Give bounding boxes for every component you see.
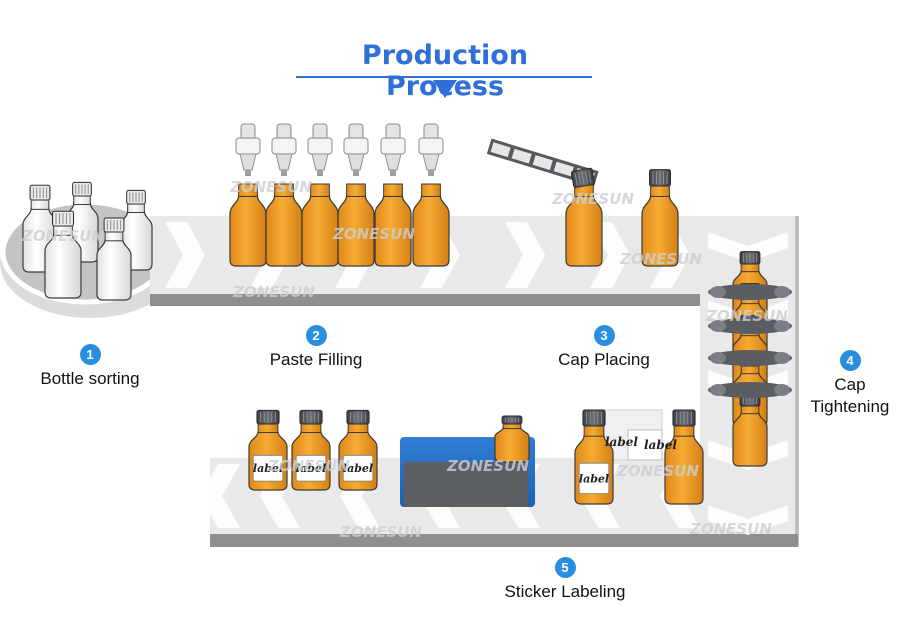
- tightening-disc: [708, 318, 792, 334]
- lower-conveyor-edge: [210, 534, 798, 547]
- watermark: ZONESUN: [22, 227, 104, 245]
- filling-nozzle: [380, 123, 406, 176]
- tightening-disc: [708, 382, 792, 398]
- step-label: Sticker Labeling: [504, 582, 626, 601]
- bottle-cap: [582, 409, 606, 427]
- step-paste-filling: 2 Paste Filling: [241, 325, 391, 371]
- filling-bottle: [337, 183, 375, 267]
- title-down-arrow-icon: [433, 80, 457, 98]
- labeled-bottle: label: [574, 409, 614, 505]
- bottle-cap: [649, 169, 671, 187]
- filling-bottle: [229, 183, 267, 267]
- side-conveyor-edge: [795, 216, 799, 546]
- labeled-bottle: label: [291, 409, 331, 491]
- bottle-cap: [672, 409, 696, 427]
- sheet-label-text: label: [605, 435, 638, 449]
- step-label: Cap Placing: [558, 350, 650, 369]
- filling-nozzle: [343, 123, 369, 176]
- watermark: ZONESUN: [617, 462, 699, 480]
- tightening-disc: [710, 352, 726, 364]
- tightening-disc: [774, 320, 790, 332]
- capped-bottle: [641, 169, 679, 267]
- step-number-badge: 4: [839, 350, 861, 371]
- tightening-disc: [774, 384, 790, 396]
- watermark: ZONESUN: [552, 190, 634, 208]
- watermark: ZONESUN: [706, 307, 788, 325]
- conveyor-chevron: [505, 222, 545, 288]
- unlabeled-bottle: [664, 409, 704, 505]
- step-bottle-sorting: 1 Bottle sorting: [15, 344, 165, 390]
- bottle-in-labeler: [494, 415, 530, 463]
- bottle-label-text: label: [296, 462, 326, 475]
- conveyor-chevron: [165, 222, 205, 288]
- tightening-disc: [708, 350, 792, 366]
- watermark: ZONESUN: [690, 520, 772, 538]
- step-number-badge: 3: [593, 325, 615, 346]
- bottle-cap: [346, 409, 370, 425]
- bottle-cap: [739, 251, 761, 265]
- labeled-bottle: label: [248, 409, 288, 491]
- watermark: ZONESUN: [233, 283, 315, 301]
- watermark: ZONESUN: [333, 225, 415, 243]
- step-cap-tightening: 4 Cap Tightening: [800, 350, 900, 418]
- bottle-cap: [103, 217, 125, 233]
- bottle-cap: [29, 184, 51, 201]
- bottle-label-text: label: [253, 462, 283, 475]
- upper-conveyor-edge: [150, 294, 795, 306]
- bottle-label-text: label: [343, 462, 373, 475]
- tightening-disc: [774, 286, 790, 298]
- tightening-disc: [710, 286, 726, 298]
- step-label: Cap: [834, 375, 866, 394]
- conveyor-chevron: [708, 232, 788, 262]
- bottle-cap: [52, 210, 74, 227]
- bottle-cap: [501, 415, 523, 425]
- step-label: Bottle sorting: [40, 369, 140, 388]
- labeled-bottle: label: [338, 409, 378, 491]
- step-number-badge: 1: [79, 344, 101, 365]
- title-underline: [296, 76, 592, 78]
- white-bottle: [96, 217, 132, 301]
- filling-nozzle: [235, 123, 261, 176]
- bottle-cap: [299, 409, 323, 425]
- bottle-cap: [72, 181, 92, 197]
- step-label: Paste Filling: [269, 350, 363, 369]
- filling-nozzle: [271, 123, 297, 176]
- watermark: ZONESUN: [620, 250, 702, 268]
- watermark: ZONESUN: [268, 457, 350, 475]
- step-sticker-labeling: 5 Sticker Labeling: [480, 557, 650, 603]
- filling-nozzle: [418, 123, 444, 176]
- capping-bottle: [565, 167, 603, 267]
- watermark: ZONESUN: [340, 523, 422, 541]
- watermark: ZONESUN: [230, 178, 312, 196]
- sheet-label-text: label: [644, 438, 677, 452]
- bottle-label-text: label: [579, 473, 609, 486]
- step-cap-placing: 3 Cap Placing: [529, 325, 679, 371]
- white-bottle: [44, 210, 82, 299]
- filling-nozzle: [307, 123, 333, 176]
- filling-bottle: [265, 183, 303, 267]
- tightening-disc: [708, 284, 792, 300]
- tightening-disc: [710, 384, 726, 396]
- tightening-disc: [774, 352, 790, 364]
- step-label-line-2: Tightening: [810, 397, 890, 416]
- capping-turrets: [708, 284, 792, 398]
- bottle-cap: [256, 409, 280, 425]
- filling-bottle: [374, 183, 412, 267]
- bottle-cap: [570, 167, 595, 188]
- step-number-badge: 2: [305, 325, 327, 346]
- watermark: ZONESUN: [447, 457, 529, 475]
- bottle-cap: [126, 189, 146, 205]
- filling-bottle: [412, 183, 450, 267]
- step-number-badge: 5: [554, 557, 576, 578]
- tightening-disc: [710, 320, 726, 332]
- filling-bottle: [301, 183, 339, 267]
- conveyor-chevron: [200, 464, 240, 528]
- conveyor-chevron: [708, 505, 788, 535]
